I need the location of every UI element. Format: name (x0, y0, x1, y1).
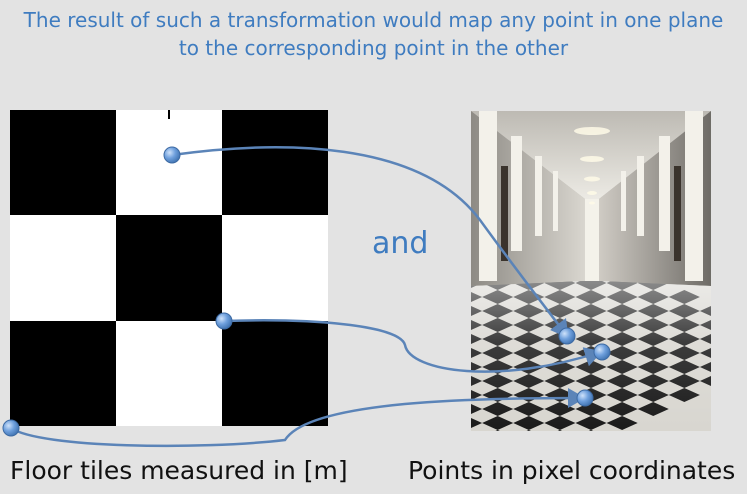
and-label: and (372, 226, 429, 261)
checker-tile (116, 110, 222, 216)
checker-tile (222, 215, 328, 321)
checker-tile (222, 320, 328, 426)
checker-tile (10, 215, 116, 321)
checkerboard-floor-plane (10, 110, 328, 426)
checker-tile (10, 110, 116, 216)
checker-tile (116, 320, 222, 426)
title-line-1: The result of such a transformation woul… (23, 8, 724, 32)
caption-pixel-coordinates: Points in pixel coordinates (408, 456, 736, 485)
origin-tick-mark (168, 110, 170, 119)
caption-floor-tiles: Floor tiles measured in [m] (10, 456, 348, 485)
slide-title: The result of such a transformation woul… (0, 6, 747, 62)
hallway-photo (471, 111, 711, 431)
checker-tile (10, 320, 116, 426)
checker-tile (222, 110, 328, 216)
title-line-2: to the corresponding point in the other (178, 36, 569, 60)
checker-tile (116, 215, 222, 321)
